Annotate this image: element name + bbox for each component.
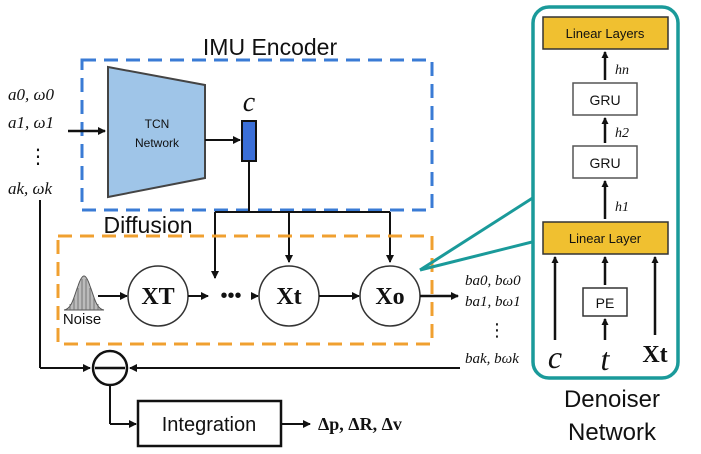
- gru-top-label: GRU: [589, 92, 620, 108]
- denoiser-input-xt: Xt: [642, 342, 667, 368]
- bias-outputs: ba0, bω0 ba1, bω1 ⋮ bak, bωk: [129, 273, 521, 372]
- hn-label: hn: [615, 63, 629, 78]
- tcn-label-line1: TCN: [145, 117, 170, 131]
- linear-layers-block: [542, 16, 669, 50]
- output-row-0: ba0, bω0: [465, 273, 521, 289]
- input-row-1: a1, ω1: [8, 113, 54, 132]
- h1-label: h1: [615, 200, 629, 215]
- node-x-0-label: Xo: [375, 284, 404, 310]
- integration-label: Integration: [162, 414, 257, 436]
- diffusion-boundary: [56, 234, 434, 346]
- input-row-0: a0, ω0: [8, 85, 55, 104]
- linear-layers-label: Linear Layers: [566, 26, 645, 41]
- diffusion-process: Diffusion Noise XT ••• Xt Xo: [56, 212, 459, 346]
- denoiser-caption-line2: Network: [568, 419, 657, 446]
- conditioning-lines: [211, 161, 394, 279]
- input-row-k: ak, ωk: [8, 179, 53, 198]
- integration-path: Integration Δp, ΔR, Δv: [91, 349, 402, 448]
- noise-label: Noise: [63, 311, 101, 328]
- latent-label: c: [243, 87, 256, 118]
- pe-block: [582, 287, 628, 317]
- node-x-t-label: Xt: [276, 284, 301, 310]
- gru-top-block: [572, 82, 638, 116]
- imu-encoder: IMU Encoder TCN Network c: [80, 34, 434, 212]
- zoom-connector-bottom: [419, 238, 541, 272]
- latent-vector: [241, 120, 257, 162]
- linear-layer-block: [542, 221, 669, 255]
- chain-ellipsis: •••: [220, 285, 241, 307]
- input-dots: ⋮: [28, 146, 48, 168]
- output-row-k: bak, bωk: [465, 351, 519, 367]
- diffusion-title: Diffusion: [103, 212, 192, 238]
- encoder-boundary: [80, 58, 434, 212]
- tcn-network-block: [107, 65, 206, 199]
- noise-icon: [63, 275, 105, 311]
- output-row-1: ba1, bω1: [465, 294, 521, 310]
- imu-inputs: a0, ω0 a1, ω1 ⋮ ak, ωk: [8, 85, 106, 372]
- h2-label: h2: [615, 126, 629, 141]
- gru-bottom-block: [572, 145, 638, 179]
- tcn-label-line2: Network: [135, 136, 180, 150]
- linear-layer-label: Linear Layer: [569, 231, 642, 246]
- integration-result: Δp, ΔR, Δv: [318, 414, 402, 434]
- pe-label: PE: [596, 295, 615, 311]
- node-x-T-label: XT: [141, 284, 174, 310]
- denoiser-caption-line1: Denoiser: [564, 386, 660, 413]
- denoiser-network: Linear Layers hn GRU h2 GRU h1 Linear La…: [531, 5, 680, 446]
- output-dots: ⋮: [488, 320, 506, 340]
- denoiser-input-t: t: [601, 341, 611, 377]
- gru-bottom-label: GRU: [589, 155, 620, 171]
- encoder-title: IMU Encoder: [203, 34, 338, 60]
- zoom-connector-top: [419, 190, 543, 272]
- denoiser-input-c: c: [548, 339, 562, 375]
